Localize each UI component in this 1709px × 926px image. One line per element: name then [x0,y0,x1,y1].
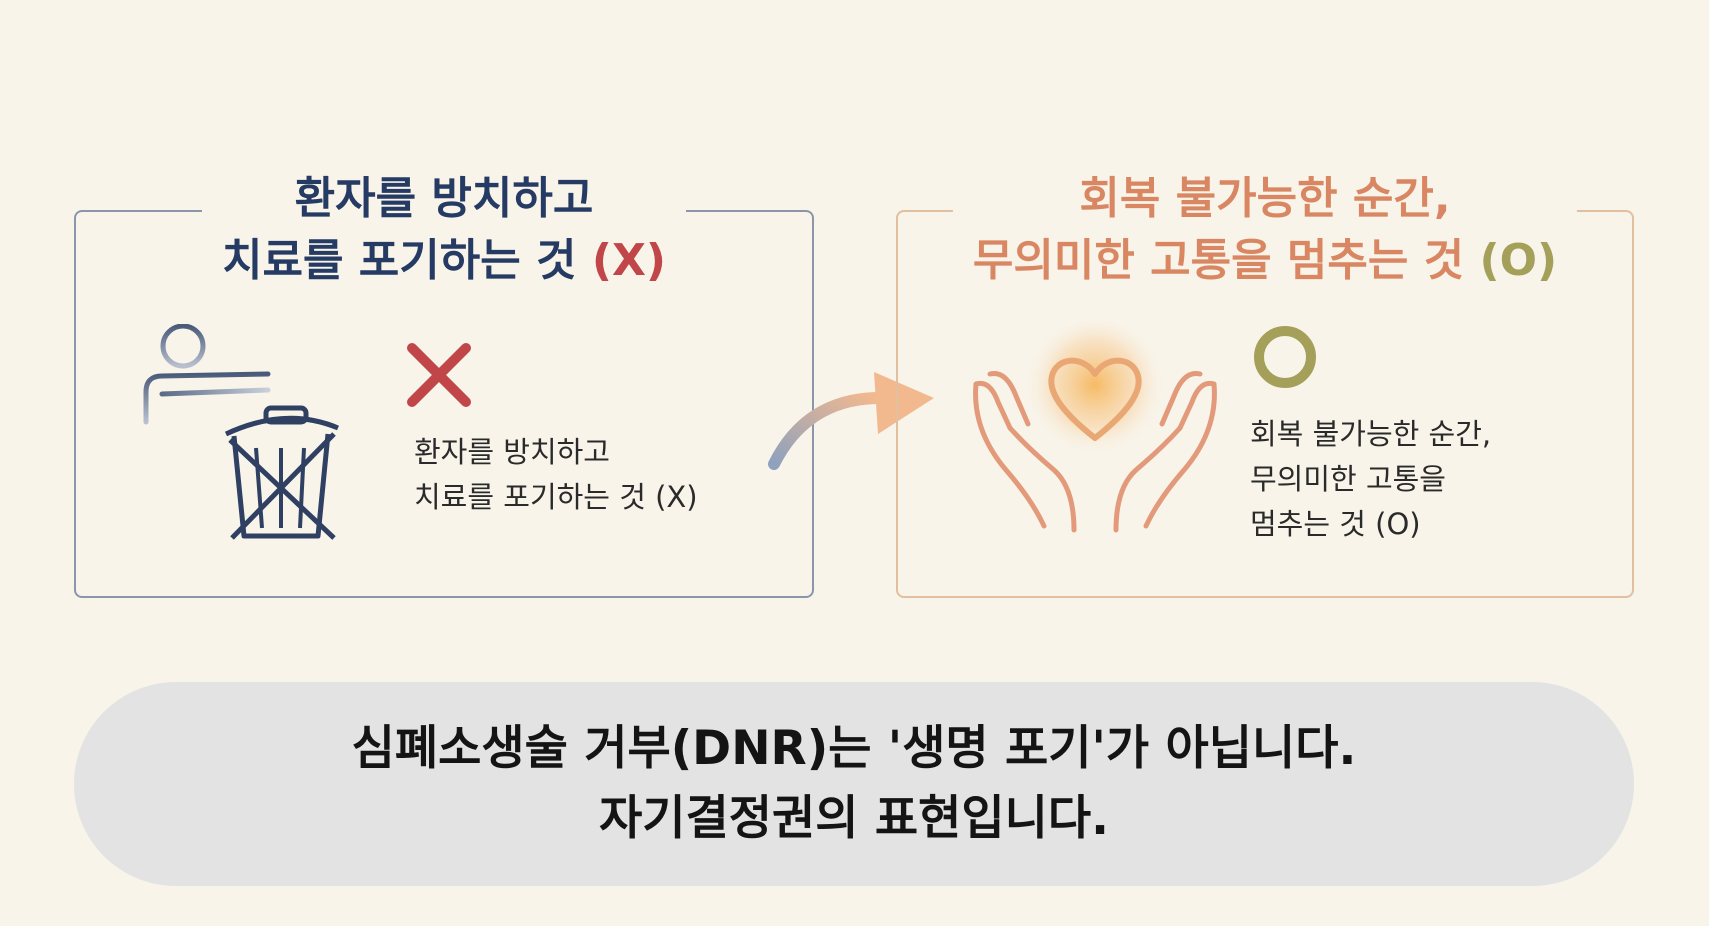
arrow-icon [768,372,934,470]
circle-mark-icon [1254,326,1316,388]
trash-can-icon [224,405,339,540]
heart-icon [1048,357,1142,441]
right-description: 회복 불가능한 순간, 무의미한 고통을 멈추는 것 (O) [1250,417,1492,541]
right-panel: 회복 불가능한 순간, 무의미한 고통을 멈추는 것 (O) 회복 불가능한 순… [896,168,1634,598]
banner-line-2: 자기결정권의 표현입니다. [599,791,1109,846]
right-title-mark: (O) [1479,235,1558,286]
right-title-line2: 무의미한 고통을 멈추는 것 [972,235,1465,286]
right-title-line1: 회복 불가능한 순간, [1079,173,1451,224]
hands-icon [973,370,1217,533]
x-mark-icon [407,343,471,407]
left-description: 환자를 방치하고 치료를 포기하는 것 (X) [414,435,698,514]
right-panel-title: 회복 불가능한 순간, 무의미한 고통을 멈추는 것 (O) [952,168,1578,292]
left-title-line1: 환자를 방치하고 [294,173,594,224]
cross-out [228,432,336,540]
person-trash-icon [143,324,339,540]
right-title-line2-row: 무의미한 고통을 멈추는 것 (O) [973,230,1557,292]
left-title-mark: (X) [591,235,666,286]
left-panel-title: 환자를 방치하고 치료를 포기하는 것 (X) [202,168,686,292]
left-panel: 환자를 방치하고 치료를 포기하는 것 (X) [74,168,814,598]
heart-in-hands-icon [973,320,1217,533]
message-banner: 심폐소생술 거부(DNR)는 '생명 포기'가 아닙니다. 자기결정권의 표현입… [74,682,1634,886]
left-title-line2: 치료를 포기하는 것 [222,235,577,286]
person-icon [143,324,271,527]
left-title-line2-row: 치료를 포기하는 것 (X) [222,230,666,292]
banner-line-1: 심폐소생술 거부(DNR)는 '생명 포기'가 아닙니다. [351,721,1357,776]
